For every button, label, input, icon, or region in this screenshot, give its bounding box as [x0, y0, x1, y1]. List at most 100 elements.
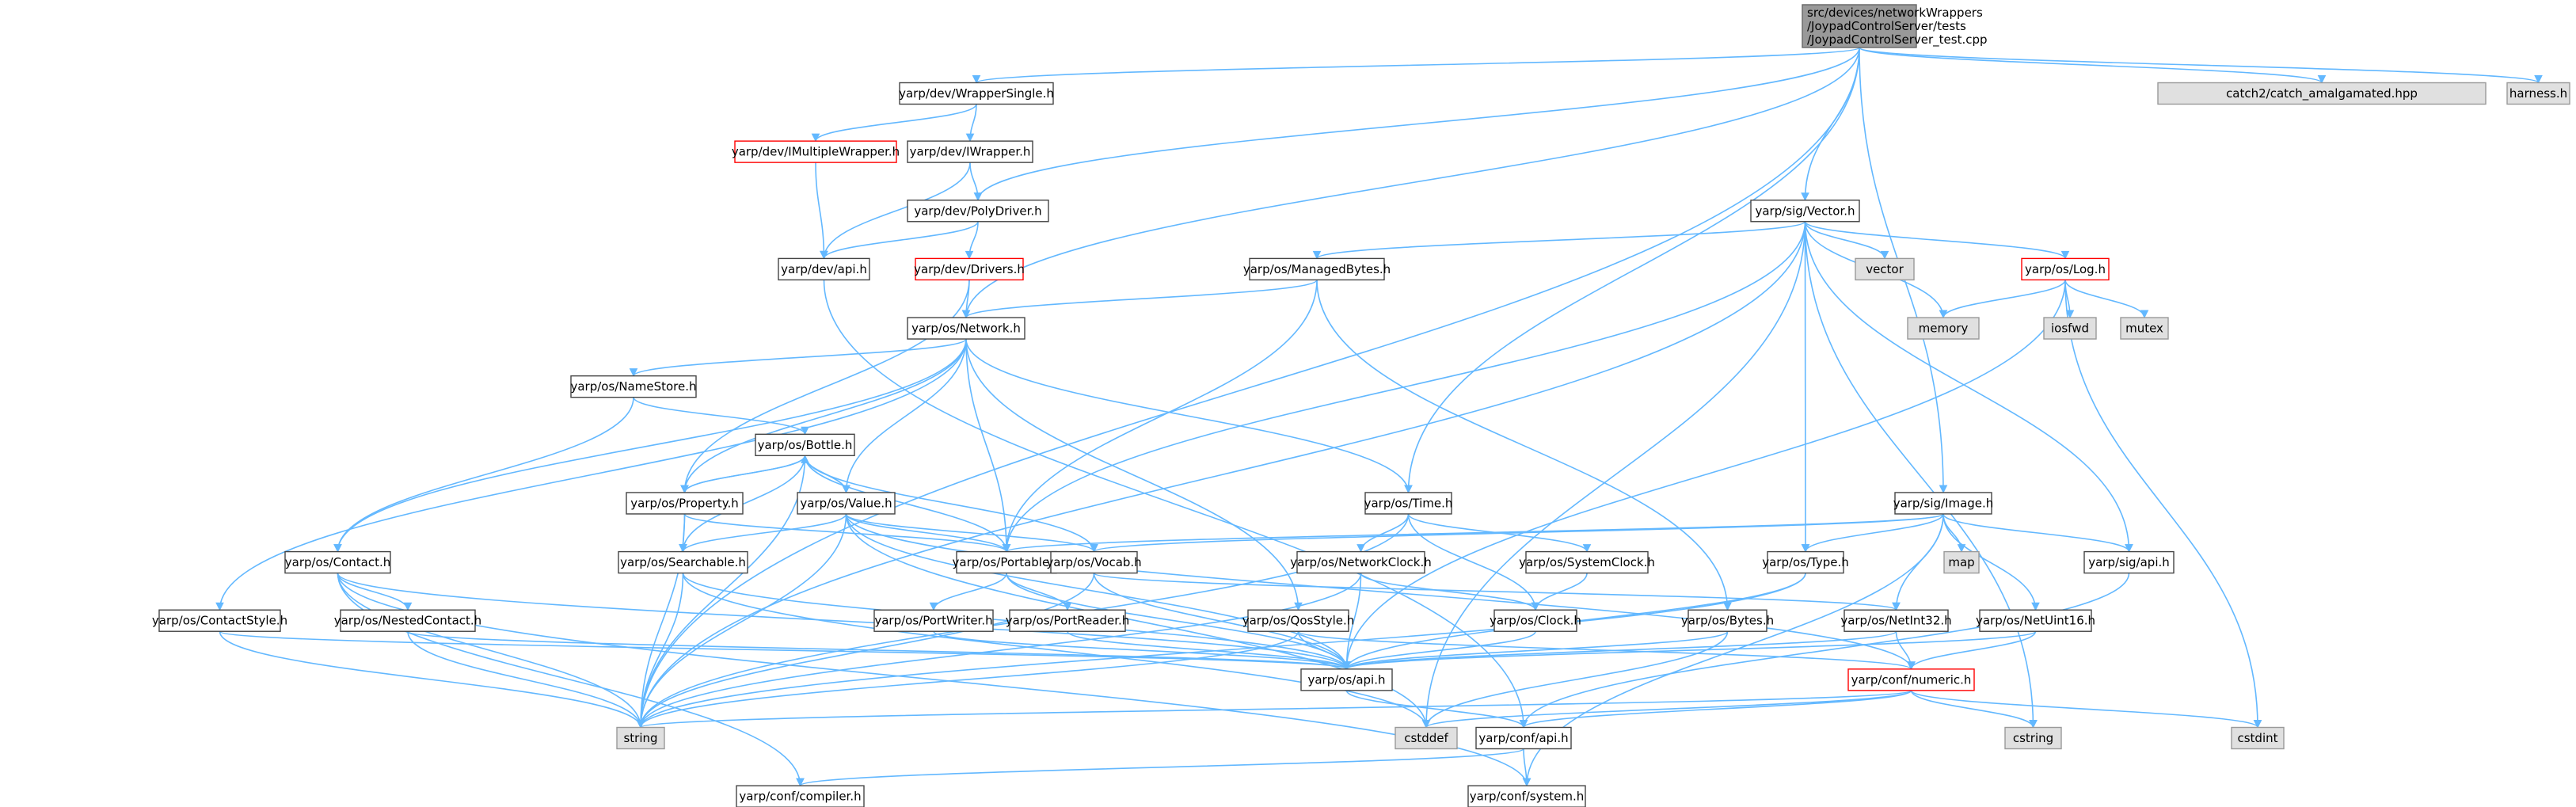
node-label: yarp/os/Network.h — [911, 322, 1021, 336]
node-box — [907, 140, 1033, 163]
edge-contact-to-string — [337, 573, 645, 729]
node-box — [915, 257, 1024, 281]
node-catch[interactable]: catch2/catch_amalgamated.hpp — [2157, 82, 2487, 105]
node-netuint16[interactable]: yarp/os/NetUint16.h — [1976, 609, 2095, 632]
node-networkclock[interactable]: yarp/os/NetworkClock.h — [1290, 550, 1432, 574]
edge-log-to-mutex — [2064, 280, 2149, 319]
node-system[interactable]: yarp/conf/system.h — [1467, 785, 1586, 807]
node-cstring[interactable]: cstring — [2004, 726, 2062, 750]
edge-vector-to-cstddef — [1421, 221, 1806, 729]
edge-namestore-to-bottle — [633, 397, 809, 436]
node-box — [1395, 726, 1458, 750]
node-nestedcontact[interactable]: yarp/os/NestedContact.h — [334, 609, 481, 632]
node-value[interactable]: yarp/os/Value.h — [797, 492, 896, 515]
edge-polydriver-to-devapi — [820, 221, 979, 260]
node-box — [1296, 550, 1425, 574]
edge-value-to-string — [636, 513, 847, 729]
node-label: yarp/os/Type.h — [1762, 555, 1849, 569]
node-network[interactable]: yarp/os/Network.h — [907, 317, 1025, 340]
node-box — [2004, 726, 2062, 750]
node-drivers[interactable]: yarp/dev/Drivers.h — [914, 257, 1025, 281]
node-label: yarp/os/Contact.h — [285, 555, 391, 569]
node-harness[interactable]: harness.h — [2506, 82, 2570, 105]
node-devapi[interactable]: yarp/dev/api.h — [778, 257, 870, 281]
node-portable[interactable]: yarp/os/Portable.h — [953, 550, 1061, 574]
node-label: cstddef — [1404, 731, 1448, 745]
node-vector[interactable]: vector — [1855, 257, 1915, 281]
node-compiler[interactable]: yarp/conf/compiler.h — [736, 785, 865, 807]
edge-image-to-type — [1801, 513, 1944, 553]
node-imultiplewrapper[interactable]: yarp/dev/IMultipleWrapper.h — [732, 140, 900, 163]
node-log[interactable]: yarp/os/Log.h — [2021, 257, 2110, 281]
node-time[interactable]: yarp/os/Time.h — [1364, 492, 1453, 515]
node-mutex[interactable]: mutex — [2120, 317, 2169, 340]
node-polydriver[interactable]: yarp/dev/PolyDriver.h — [907, 200, 1049, 223]
edge-managedbytes-to-network — [961, 279, 1318, 319]
edge-wrappersingle-to-imultiplewrapper — [811, 104, 977, 143]
node-portreader[interactable]: yarp/os/PortReader.h — [1006, 609, 1130, 632]
node-clock[interactable]: yarp/os/Clock.h — [1490, 609, 1581, 632]
node-label: yarp/os/PortWriter.h — [874, 614, 992, 628]
node-confapi[interactable]: yarp/conf/api.h — [1475, 726, 1572, 750]
edge-root-to-wrappersingle — [972, 47, 1860, 84]
node-label: yarp/dev/Drivers.h — [914, 262, 1025, 276]
node-type[interactable]: yarp/os/Type.h — [1762, 550, 1849, 574]
node-box — [1050, 550, 1138, 574]
node-box — [1907, 317, 1980, 340]
node-label: yarp/conf/numeric.h — [1851, 672, 1972, 687]
node-label: yarp/os/NestedContact.h — [334, 614, 481, 628]
node-label: iosfwd — [2051, 322, 2089, 336]
node-netint32[interactable]: yarp/os/NetInt32.h — [1840, 609, 1952, 632]
edge-drivers-to-property — [680, 280, 970, 494]
edge-numeric-to-cstdint — [1910, 690, 2262, 729]
node-vocab[interactable]: yarp/os/Vocab.h — [1046, 550, 1142, 574]
node-iosfwd[interactable]: iosfwd — [2043, 317, 2097, 340]
node-cstddef[interactable]: cstddef — [1395, 726, 1458, 750]
edge-image-to-portable — [1002, 513, 1944, 553]
node-box — [618, 550, 748, 574]
node-managedbytes[interactable]: yarp/os/ManagedBytes.h — [1243, 257, 1391, 281]
node-property[interactable]: yarp/os/Property.h — [626, 492, 744, 515]
node-map[interactable]: map — [1943, 550, 1980, 574]
node-box — [1844, 609, 1949, 632]
edge-log-to-cstdint — [2064, 280, 2262, 729]
edge-vector-to-managedbytes — [1312, 221, 1806, 260]
node-contactstyle[interactable]: yarp/os/ContactStyle.h — [152, 609, 287, 632]
node-osapi[interactable]: yarp/os/api.h — [1300, 668, 1393, 691]
edge-systemclock-to-clock — [1531, 573, 1588, 611]
node-string[interactable]: string — [616, 726, 665, 750]
node-box — [2043, 317, 2097, 340]
node-sigapi[interactable]: yarp/sig/api.h — [2083, 550, 2175, 574]
graph-edges — [215, 47, 2543, 787]
node-label: cstdint — [2237, 731, 2277, 745]
node-numeric[interactable]: yarp/conf/numeric.h — [1847, 668, 1975, 691]
node-box — [2120, 317, 2169, 340]
node-cstdint[interactable]: cstdint — [2231, 726, 2285, 750]
node-iwrapper[interactable]: yarp/dev/IWrapper.h — [907, 140, 1033, 163]
node-portwriter[interactable]: yarp/os/PortWriter.h — [873, 609, 994, 632]
node-box — [1493, 609, 1577, 632]
node-box — [907, 200, 1049, 223]
node-box — [797, 492, 896, 515]
node-qosstyle[interactable]: yarp/os/QosStyle.h — [1242, 609, 1355, 632]
node-searchable[interactable]: yarp/os/Searchable.h — [618, 550, 748, 574]
node-memory[interactable]: memory — [1907, 317, 1980, 340]
node-label: yarp/os/Bottle.h — [758, 438, 853, 452]
node-vector[interactable]: yarp/sig/Vector.h — [1750, 200, 1860, 223]
node-image[interactable]: yarp/sig/Image.h — [1893, 492, 1994, 515]
edge-netint32-to-osapi — [1342, 630, 1897, 670]
edge-network-to-value — [842, 339, 967, 494]
node-contact[interactable]: yarp/os/Contact.h — [284, 550, 391, 574]
node-root[interactable]: src/devices/networkWrappers/JoypadContro… — [1802, 4, 1988, 48]
node-label: memory — [1919, 322, 1969, 336]
node-box — [1767, 550, 1844, 574]
node-bottle[interactable]: yarp/os/Bottle.h — [755, 433, 855, 457]
node-box — [907, 317, 1025, 340]
node-label: string — [623, 731, 657, 745]
node-box — [1688, 609, 1767, 632]
node-bytes[interactable]: yarp/os/Bytes.h — [1681, 609, 1774, 632]
node-wrappersingle[interactable]: yarp/dev/WrapperSingle.h — [899, 82, 1054, 105]
node-namestore[interactable]: yarp/os/NameStore.h — [570, 375, 697, 398]
node-label: yarp/sig/Image.h — [1893, 496, 1994, 510]
node-systemclock[interactable]: yarp/os/SystemClock.h — [1519, 550, 1655, 574]
